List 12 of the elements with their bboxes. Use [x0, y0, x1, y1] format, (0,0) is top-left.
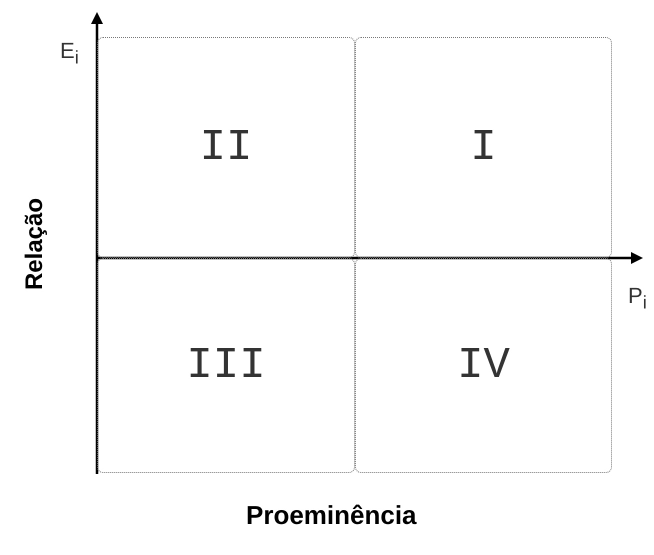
- quadrant-box: [97, 258, 355, 473]
- quadrant-box: [355, 37, 612, 258]
- quadrant-numeral: III: [186, 340, 266, 390]
- axis-symbol: P$_{i}$: [628, 283, 647, 314]
- axis-title: Relação: [21, 196, 49, 292]
- quadrant-numeral: II: [200, 122, 252, 172]
- quadrant-numeral: I: [470, 122, 497, 172]
- quadrant-numeral: IV: [457, 340, 510, 390]
- quadrant-box: [97, 37, 355, 258]
- axis-title: Proeminência: [246, 500, 417, 531]
- quadrant-box: [355, 258, 612, 473]
- axis-symbol: E$_{i}$: [60, 38, 79, 68]
